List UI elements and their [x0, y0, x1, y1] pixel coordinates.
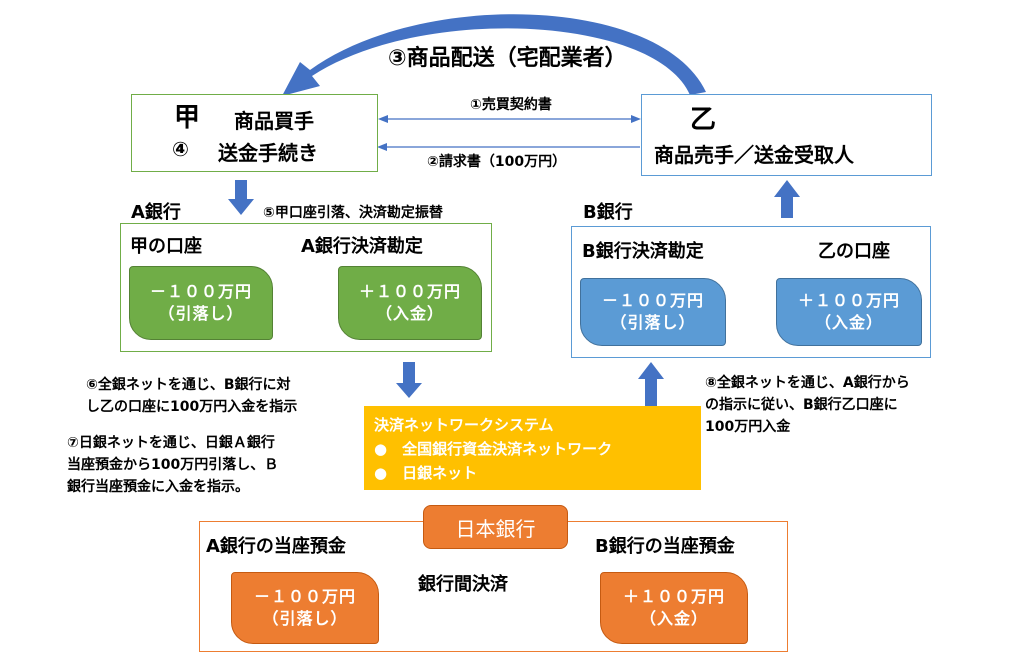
seller-box: 乙 商品売手／送金受取人 — [641, 94, 932, 176]
bank-a-debit-note: （引落し） — [158, 304, 244, 323]
bank-b-label: B銀行 — [583, 202, 633, 223]
note-step7-line1: ⑦日銀ネットを通じ、日銀Ａ銀行 — [67, 435, 275, 451]
contract-label: ①売買契約書 — [470, 97, 552, 113]
buyer-step-number: ④ — [172, 137, 189, 161]
boj-label: 日本銀行 — [423, 505, 568, 549]
up-arrow-to-seller — [774, 180, 800, 218]
bank-b-credit-note: （入金） — [814, 313, 883, 332]
bank-b-credit-amount: ＋１００万円 — [797, 291, 900, 310]
shipping-curved-arrow — [282, 14, 706, 96]
buyer-role: 商品買手 — [234, 109, 314, 133]
boj-a-account-title: A銀行の当座預金 — [206, 536, 346, 557]
network-title: 決済ネットワークシステム — [374, 416, 554, 434]
bank-b-debit-note: （引落し） — [610, 313, 696, 332]
note-step6-line2: し乙の口座に100万円入金を指示 — [86, 399, 298, 415]
note-step7-line3: 銀行当座預金に入金を指示。 — [67, 479, 249, 495]
note-step6-line1: ⑥全銀ネットを通じ、B銀行に対 — [86, 377, 291, 393]
buyer-step-label: 送金手続き — [218, 141, 318, 165]
boj-debit-amount: －１００万円 — [253, 587, 356, 606]
bank-b-debit-box: －１００万円 （引落し） — [580, 278, 726, 346]
invoice-label: ②請求書（100万円） — [427, 154, 567, 170]
network-item-zengin: ● 全国銀行資金決済ネットワーク — [374, 440, 613, 458]
bank-a-debit-amount: －１００万円 — [149, 282, 252, 301]
boj-transfer-label: 銀行間決済 — [418, 574, 508, 595]
bank-a-label: A銀行 — [131, 202, 181, 223]
step5-label: ⑤甲口座引落、決済勘定振替 — [263, 205, 443, 221]
network-item-boj-net: ● 日銀ネット — [374, 464, 478, 482]
note-step7-line2: 当座預金から100万円引落し、Ｂ — [67, 457, 279, 473]
seller-role: 商品売手／送金受取人 — [654, 143, 854, 167]
note-step8-line3: 100万円入金 — [705, 419, 791, 435]
bank-b-debit-amount: －１００万円 — [601, 291, 704, 310]
down-arrow-step5 — [228, 180, 254, 215]
bank-b-credit-box: ＋１００万円 （入金） — [776, 278, 922, 346]
buyer-box: 甲 商品買手 ④ 送金手続き — [131, 94, 378, 172]
boj-debit-box: －１００万円 （引落し） — [231, 572, 379, 644]
bank-a-account-title: 甲の口座 — [130, 236, 202, 257]
buyer-name: 甲 — [174, 103, 201, 133]
boj-credit-amount: ＋１００万円 — [622, 587, 725, 606]
bank-a-settle-title: A銀行決済勘定 — [301, 236, 423, 257]
note-step8-line2: の指示に従い、B銀行乙口座に — [705, 397, 898, 413]
bank-a-credit-note: （入金） — [375, 304, 444, 323]
bank-a-credit-box: ＋１００万円 （入金） — [338, 266, 482, 340]
bank-b-account-title: 乙の口座 — [818, 241, 890, 262]
contract-double-arrow — [378, 115, 641, 123]
note-step8-line1: ⑧全銀ネットを通じ、A銀行から — [705, 375, 910, 391]
bank-a-debit-box: －１００万円 （引落し） — [129, 266, 273, 340]
boj-credit-note: （入金） — [639, 609, 708, 628]
boj-b-account-title: B銀行の当座預金 — [595, 536, 735, 557]
network-system-box: 決済ネットワークシステム ● 全国銀行資金決済ネットワーク ● 日銀ネット — [364, 406, 701, 490]
shipping-label: ③商品配送（宅配業者） — [388, 46, 627, 71]
bank-b-settle-title: B銀行決済勘定 — [582, 241, 704, 262]
seller-name: 乙 — [690, 105, 717, 135]
boj-credit-box: ＋１００万円 （入金） — [600, 572, 748, 644]
note-step6: ⑥全銀ネットを通じ、B銀行に対 し乙の口座に100万円入金を指示 — [86, 374, 297, 418]
up-arrow-step8 — [638, 362, 664, 406]
down-arrow-step6 — [396, 362, 422, 398]
boj-debit-note: （引落し） — [262, 609, 348, 628]
invoice-arrow — [377, 143, 640, 151]
note-step7: ⑦日銀ネットを通じ、日銀Ａ銀行 当座預金から100万円引落し、Ｂ 銀行当座預金に… — [67, 432, 278, 498]
bank-a-credit-amount: ＋１００万円 — [358, 282, 461, 301]
note-step8: ⑧全銀ネットを通じ、A銀行から の指示に従い、B銀行乙口座に 100万円入金 — [705, 372, 910, 438]
